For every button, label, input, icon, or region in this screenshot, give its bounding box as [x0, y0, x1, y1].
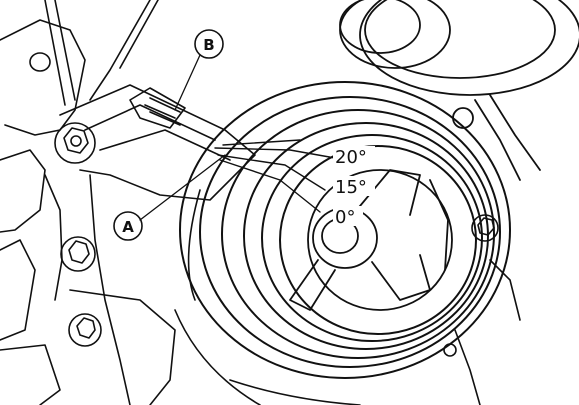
mark-20-label: 20°: [335, 147, 367, 168]
mark-0-label: 0°: [335, 207, 355, 228]
lower-housing: [174, 189, 361, 405]
idler-pulley-upper: [339, 0, 579, 181]
callout-a: A: [113, 211, 143, 241]
bolt-middle: [60, 236, 96, 272]
timing-mark-lines: [214, 139, 336, 213]
leader-line-a: [139, 154, 226, 221]
timing-indicator: [129, 87, 186, 129]
bolt-lower: [68, 313, 102, 347]
mark-15-label: 15°: [335, 177, 367, 198]
timing-labels: 20° 15° 0°: [333, 146, 375, 228]
bolt-upper: [54, 122, 96, 164]
leader-line-b: [174, 54, 201, 111]
callout-b: B: [194, 29, 224, 59]
engine-block-left: [0, 0, 159, 405]
leader-lines: [139, 54, 226, 221]
bolt-right: [443, 214, 521, 405]
callout-b-label: B: [203, 36, 214, 54]
tensioner-bracket: [44, 84, 256, 405]
callout-a-label: A: [122, 218, 134, 236]
crankshaft-pulley: [179, 81, 511, 379]
